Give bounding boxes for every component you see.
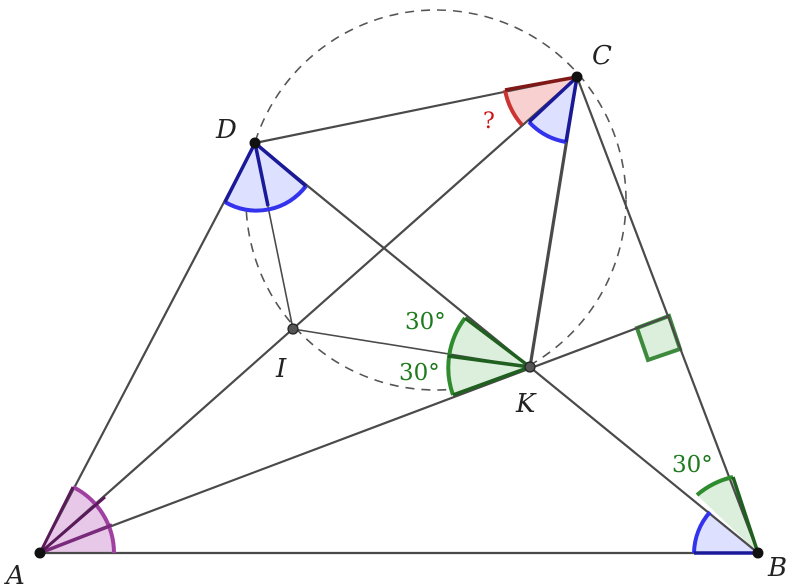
angle-C-blue-outline bbox=[527, 120, 567, 144]
angle-A-ray2 bbox=[39, 495, 106, 555]
segment-AC bbox=[38, 75, 579, 555]
label-I: I bbox=[275, 354, 287, 384]
point-I bbox=[287, 323, 299, 335]
point-C bbox=[571, 71, 583, 83]
angle-C-red-outline bbox=[503, 89, 524, 127]
angle-B-green-arc bbox=[697, 477, 758, 553]
angle-K-upper-arc bbox=[448, 318, 530, 367]
angle-K-ray1 bbox=[463, 316, 532, 369]
angle-B-arc bbox=[694, 512, 758, 553]
angle-A-outline bbox=[72, 485, 116, 554]
angle-B-green-ray bbox=[731, 476, 760, 554]
angle-C-red-ray bbox=[504, 75, 578, 92]
point-K bbox=[524, 361, 536, 373]
angle-K-ray3 bbox=[452, 365, 531, 397]
angle-label-B-30: 30° bbox=[672, 452, 713, 478]
angle-D-arc bbox=[225, 143, 306, 211]
angle-label-lower-30: 30° bbox=[399, 360, 440, 386]
point-B bbox=[752, 547, 764, 559]
segment-CB bbox=[575, 75, 760, 555]
label-B: B bbox=[767, 553, 787, 583]
point-A bbox=[34, 547, 46, 559]
label-A: A bbox=[4, 561, 25, 588]
label-K: K bbox=[515, 389, 537, 419]
segments bbox=[38, 75, 760, 555]
angle-C-blue-arc bbox=[529, 77, 577, 142]
right-angle-marker bbox=[634, 313, 683, 363]
segment-AD bbox=[38, 141, 257, 555]
label-D: D bbox=[215, 115, 237, 145]
angle-C-ray2 bbox=[564, 76, 579, 143]
angle-D-outline bbox=[223, 184, 308, 213]
angle-C-ray1 bbox=[527, 75, 579, 124]
angle-A-ray1 bbox=[38, 486, 75, 554]
angle-D-ray1 bbox=[223, 142, 257, 203]
angle-label-upper-30: 30° bbox=[405, 309, 446, 335]
point-D bbox=[249, 137, 261, 149]
segment-AK-extended bbox=[38, 314, 671, 555]
angle-label-unknown: ? bbox=[483, 109, 495, 134]
angle-D-ray3 bbox=[253, 141, 308, 188]
angle-B-outline bbox=[692, 510, 712, 554]
angle-B-green-outline bbox=[695, 475, 734, 497]
label-C: C bbox=[592, 41, 612, 71]
angle-A-bisector bbox=[39, 523, 113, 555]
angle-K-ray2 bbox=[447, 354, 531, 369]
angle-D-ray2 bbox=[253, 142, 270, 207]
